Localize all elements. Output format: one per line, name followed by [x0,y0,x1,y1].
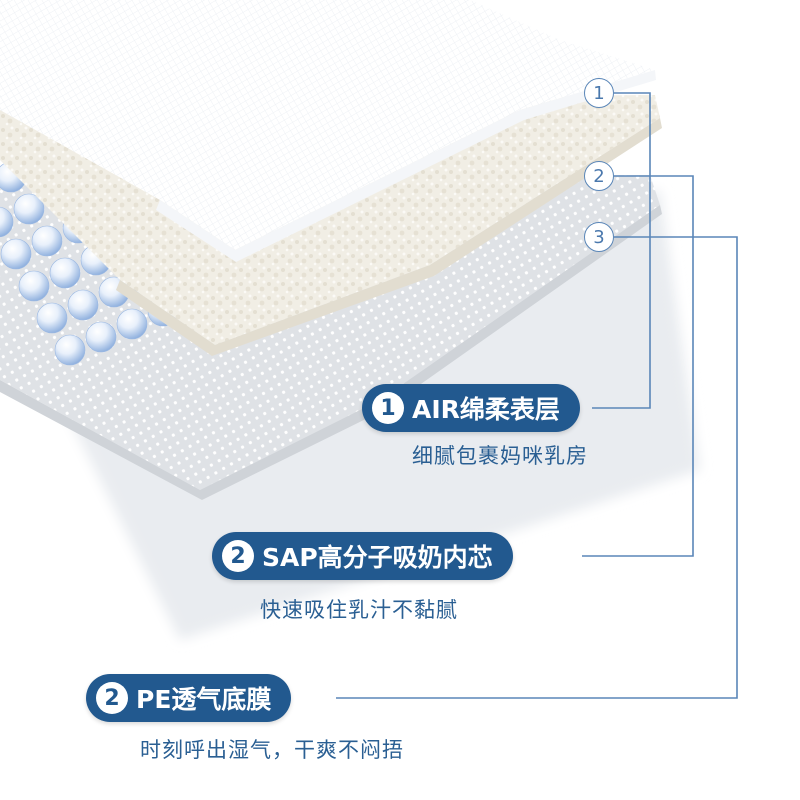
layer-1-marker: 1 [584,78,614,108]
air-layer-badge: 1 AIR绵柔表层 [362,384,580,432]
sap-layer-badge: 2 SAP高分子吸奶内芯 [212,532,513,580]
badge-number: 1 [372,392,404,424]
connector-lines [336,92,738,699]
badge-number: 2 [96,682,128,714]
badge-title: AIR绵柔表层 [412,395,560,424]
badge-title: PE透气底膜 [136,685,272,714]
air-layer-description: 细腻包裹妈咪乳房 [412,444,588,468]
badge-number: 2 [222,540,254,572]
layer-3-marker: 3 [584,222,614,252]
pe-layer-description: 时刻呼出湿气，干爽不闷捂 [140,738,404,762]
air-surface-layer [0,0,655,250]
badge-title: SAP高分子吸奶内芯 [262,543,493,572]
pe-layer-badge: 2 PE透气底膜 [86,674,292,722]
sap-layer-description: 快速吸住乳汁不黏腻 [260,598,458,622]
layer-2-marker: 2 [584,161,614,191]
